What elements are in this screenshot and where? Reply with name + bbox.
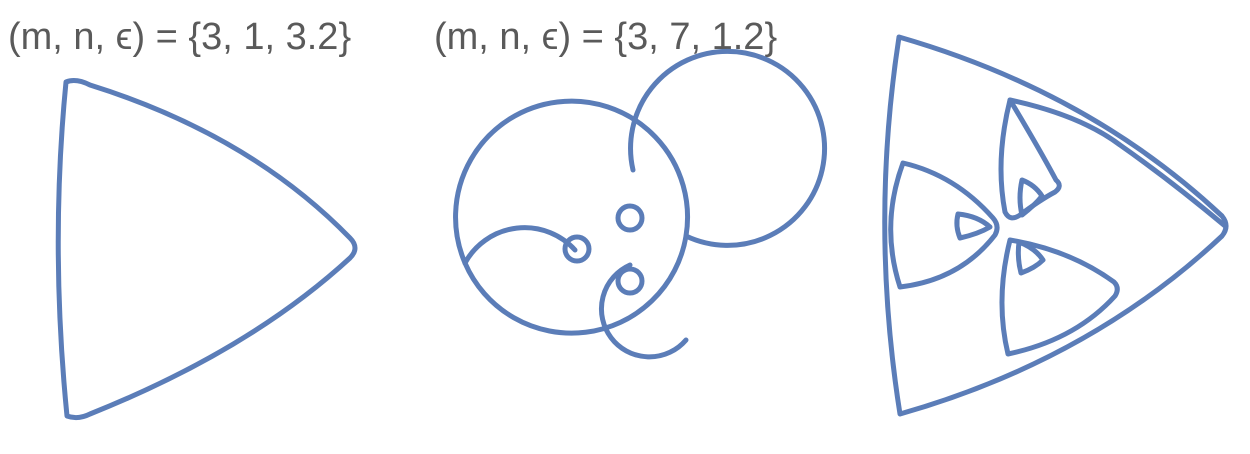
rose-loop-left: [562, 234, 592, 264]
three-loop-rose-curve: [453, 48, 828, 360]
rose-lower-right-lobe: [598, 262, 689, 360]
outer-triangle: [882, 34, 1229, 417]
rose-top-lobe: [453, 98, 691, 266]
inner-triangle-top: [998, 97, 1062, 221]
rose-left-lobe: [462, 225, 578, 266]
rounded-triangle-curve: [55, 78, 358, 421]
inner-triangle-bottom: [999, 237, 1120, 357]
caption-curve-1: (m, n, ϵ) = {3, 1, 3.2}: [8, 16, 352, 58]
nested-triangle-curve: [882, 34, 1229, 417]
small-loop-top: [1017, 177, 1045, 218]
small-loop-bottom: [1015, 239, 1046, 276]
inner-triangle-left: [888, 160, 1000, 290]
rose-bottom-lobe: [462, 233, 689, 336]
rose-loop-top: [615, 203, 645, 233]
small-loop-left: [954, 211, 993, 241]
rose-loop-bottom: [615, 266, 645, 296]
rose-right-lobe: [628, 48, 828, 248]
inner-triangle-top-right: [1007, 97, 1228, 229]
